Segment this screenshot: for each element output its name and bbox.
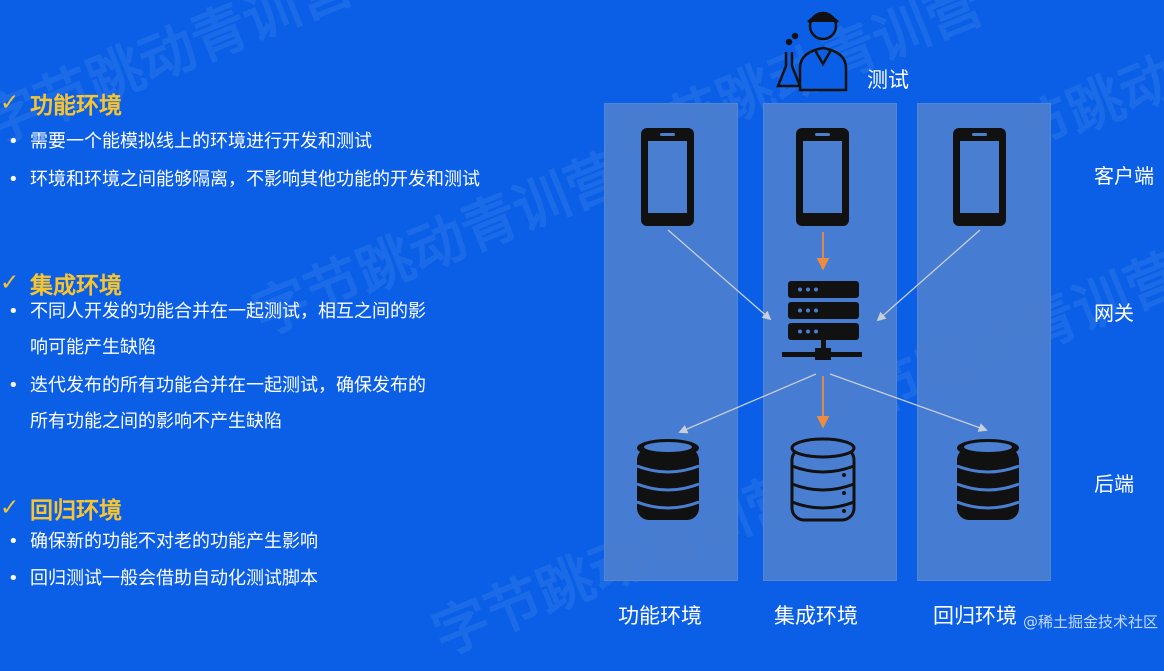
bullet-dot-icon: • bbox=[8, 531, 19, 552]
section-title-text: 功能环境 bbox=[30, 93, 122, 119]
check-icon: ✓ bbox=[0, 90, 20, 116]
arrow bbox=[678, 373, 817, 434]
env-label-regression: 回归环境 bbox=[933, 604, 1017, 628]
database-icon bbox=[636, 439, 700, 520]
bullet-item: • 环境和环境之间能够隔离，不影响其他功能的开发和测试 bbox=[8, 162, 500, 198]
arrow bbox=[829, 373, 988, 432]
bullet-line: 响可能产生缺陷 bbox=[30, 337, 156, 358]
bullet-item: • 确保新的功能不对老的功能产生影响 bbox=[8, 524, 500, 560]
bullet-line: 迭代发布的所有功能合并在一起测试，确保发布的 bbox=[30, 375, 426, 396]
arrow bbox=[876, 229, 981, 322]
section-title: ✓ 功能环境 bbox=[0, 86, 122, 120]
check-icon: ✓ bbox=[0, 270, 20, 296]
bullet-item: • 不同人开发的功能合并在一起测试，相互之间的影 响可能产生缺陷 bbox=[8, 294, 500, 366]
bullet-item: • 回归测试一般会借助自动化测试脚本 bbox=[8, 561, 500, 597]
tier-label-gateway: 网关 bbox=[1094, 301, 1134, 325]
env-label-functional: 功能环境 bbox=[618, 604, 702, 628]
env-label-integration: 集成环境 bbox=[774, 604, 858, 628]
person-scientist-icon bbox=[776, 11, 848, 92]
architecture-diagram bbox=[636, 11, 1020, 522]
tester-label: 测试 bbox=[867, 68, 909, 92]
bullet-line: 不同人开发的功能合并在一起测试，相互之间的影 bbox=[30, 301, 426, 322]
phone-icon bbox=[796, 128, 849, 226]
tier-label-client: 客户端 bbox=[1094, 164, 1154, 188]
check-icon: ✓ bbox=[0, 495, 20, 521]
credit-watermark: @稀土掘金技术社区 bbox=[1022, 613, 1158, 631]
bullet-text: 回归测试一般会借助自动化测试脚本 bbox=[30, 568, 318, 589]
bullet-line: 所有功能之间的影响不产生缺陷 bbox=[30, 411, 282, 432]
bullet-text: 迭代发布的所有功能合并在一起测试，确保发布的 所有功能之间的影响不产生缺陷 bbox=[30, 368, 500, 440]
bullet-dot-icon: • bbox=[8, 131, 19, 152]
tier-label-backend: 后端 bbox=[1094, 472, 1134, 496]
bullet-dot-icon: • bbox=[8, 301, 19, 322]
section-title-text: 集成环境 bbox=[30, 273, 122, 299]
bullet-item: • 需要一个能模拟线上的环境进行开发和测试 bbox=[8, 124, 500, 160]
phone-icon bbox=[641, 128, 694, 226]
server-icon bbox=[782, 281, 862, 360]
bullet-text: 需要一个能模拟线上的环境进行开发和测试 bbox=[30, 131, 372, 152]
flow-arrows bbox=[667, 229, 988, 434]
database-icon bbox=[790, 437, 856, 522]
bullet-dot-icon: • bbox=[8, 568, 19, 589]
bullet-dot-icon: • bbox=[8, 375, 19, 396]
section-title: ✓ 回归环境 bbox=[0, 491, 122, 525]
bullet-text: 环境和环境之间能够隔离，不影响其他功能的开发和测试 bbox=[30, 169, 480, 190]
phone-icon bbox=[953, 128, 1006, 226]
arrow bbox=[667, 229, 772, 321]
bullet-dot-icon: • bbox=[8, 169, 19, 190]
section-title-text: 回归环境 bbox=[30, 498, 122, 524]
bullet-item: • 迭代发布的所有功能合并在一起测试，确保发布的 所有功能之间的影响不产生缺陷 bbox=[8, 368, 500, 440]
database-icon bbox=[956, 439, 1020, 520]
section-title: ✓ 集成环境 bbox=[0, 266, 122, 300]
bullet-text: 确保新的功能不对老的功能产生影响 bbox=[30, 531, 318, 552]
bullet-text: 不同人开发的功能合并在一起测试，相互之间的影 响可能产生缺陷 bbox=[30, 294, 500, 366]
